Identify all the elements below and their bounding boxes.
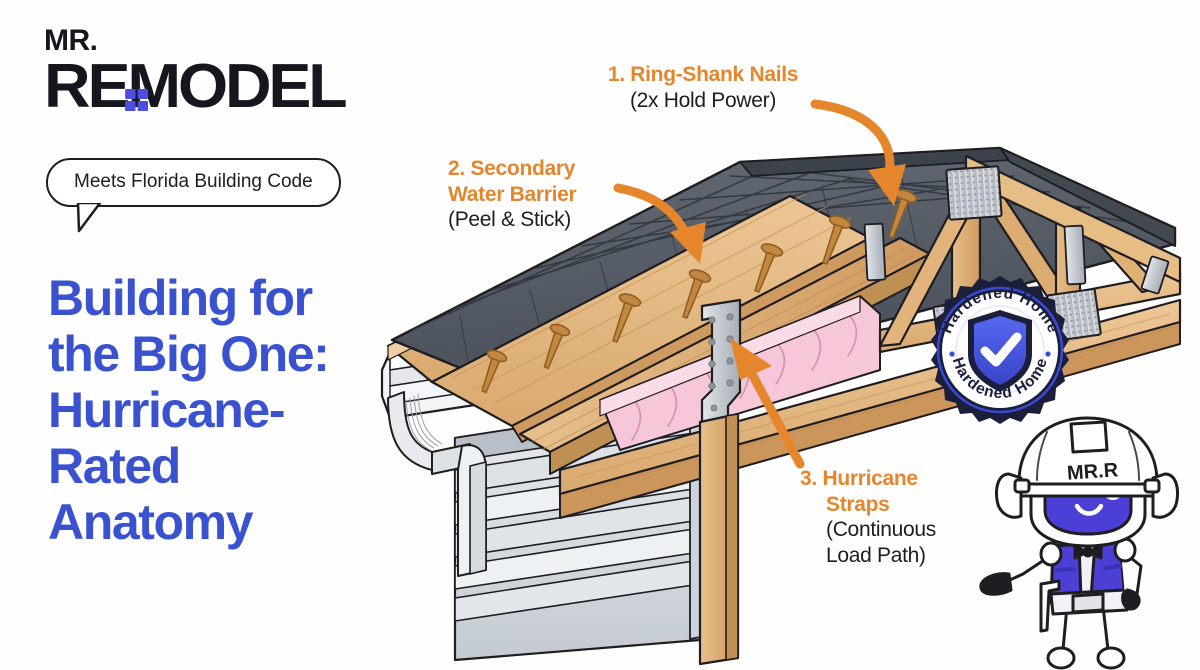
callout-2-subtitle: (Peel & Stick) (448, 208, 571, 232)
florida-code-badge[interactable]: Meets Florida Building Code (46, 158, 341, 233)
logo-mr-text: MR. (44, 24, 98, 57)
callout-hurricane-straps: 3. Hurricane Straps (Continuous Load Pat… (800, 466, 990, 568)
headline-line-1: Building for (48, 269, 313, 326)
headline-line-3: Hurricane- (48, 381, 285, 438)
seal-dot-left (949, 351, 955, 357)
arrow-3-path (747, 369, 805, 469)
callout-3-subtitle-line-1: (Continuous (826, 518, 936, 542)
callout-2-title-line-1: 2. Secondary (448, 157, 576, 180)
window-pane-icon (125, 88, 148, 111)
logo-model: MODEL (127, 52, 347, 121)
headline-line-4: Rated (48, 437, 181, 494)
callout-arrows-group (613, 99, 906, 469)
callout-1-title: 1. Ring-Shank Nails (607, 63, 799, 86)
callout-ring-shank-nails: 1. Ring-Shank Nails (2x Hold Power) (588, 62, 818, 113)
page-title: Building for the Big One: Hurricane- Rat… (48, 270, 398, 550)
mr-remodel-robot-mascot: MR.R (979, 416, 1179, 670)
headline-line-2: the Big One: (48, 325, 330, 382)
seal-dot-right (1045, 351, 1051, 357)
headline-line-5: Anatomy (48, 493, 254, 550)
callout-3-title-line-1: 3. Hurricane (800, 467, 918, 490)
arrow-3-head (730, 338, 772, 380)
florida-code-label: Meets Florida Building Code (74, 171, 313, 192)
callout-2-title-line-2: Water Barrier (448, 182, 577, 206)
brand-logo[interactable]: MR. REMODEL (44, 24, 404, 118)
callout-1-subtitle: (2x Hold Power) (629, 88, 777, 112)
logo-re: RE (44, 52, 130, 121)
callout-3-title-line-2: Straps (826, 492, 890, 516)
logo-remodel-text: REMODEL (44, 56, 348, 118)
shield-check-icon (968, 310, 1032, 392)
callout-3-subtitle-line-2: Load Path) (826, 543, 926, 567)
ring-shank-nails-group (481, 189, 918, 394)
wall-stud (698, 412, 740, 666)
callout-secondary-water-barrier: 2. Secondary Water Barrier (Peel & Stick… (448, 156, 663, 233)
helmet-label: MR.R (1066, 459, 1119, 485)
bubble-tail-icon (76, 203, 102, 233)
hardened-home-seal: Hardened Home Hardened Home (931, 276, 1069, 424)
arrow-2-head (670, 222, 706, 264)
arrow-1-head (868, 164, 906, 206)
